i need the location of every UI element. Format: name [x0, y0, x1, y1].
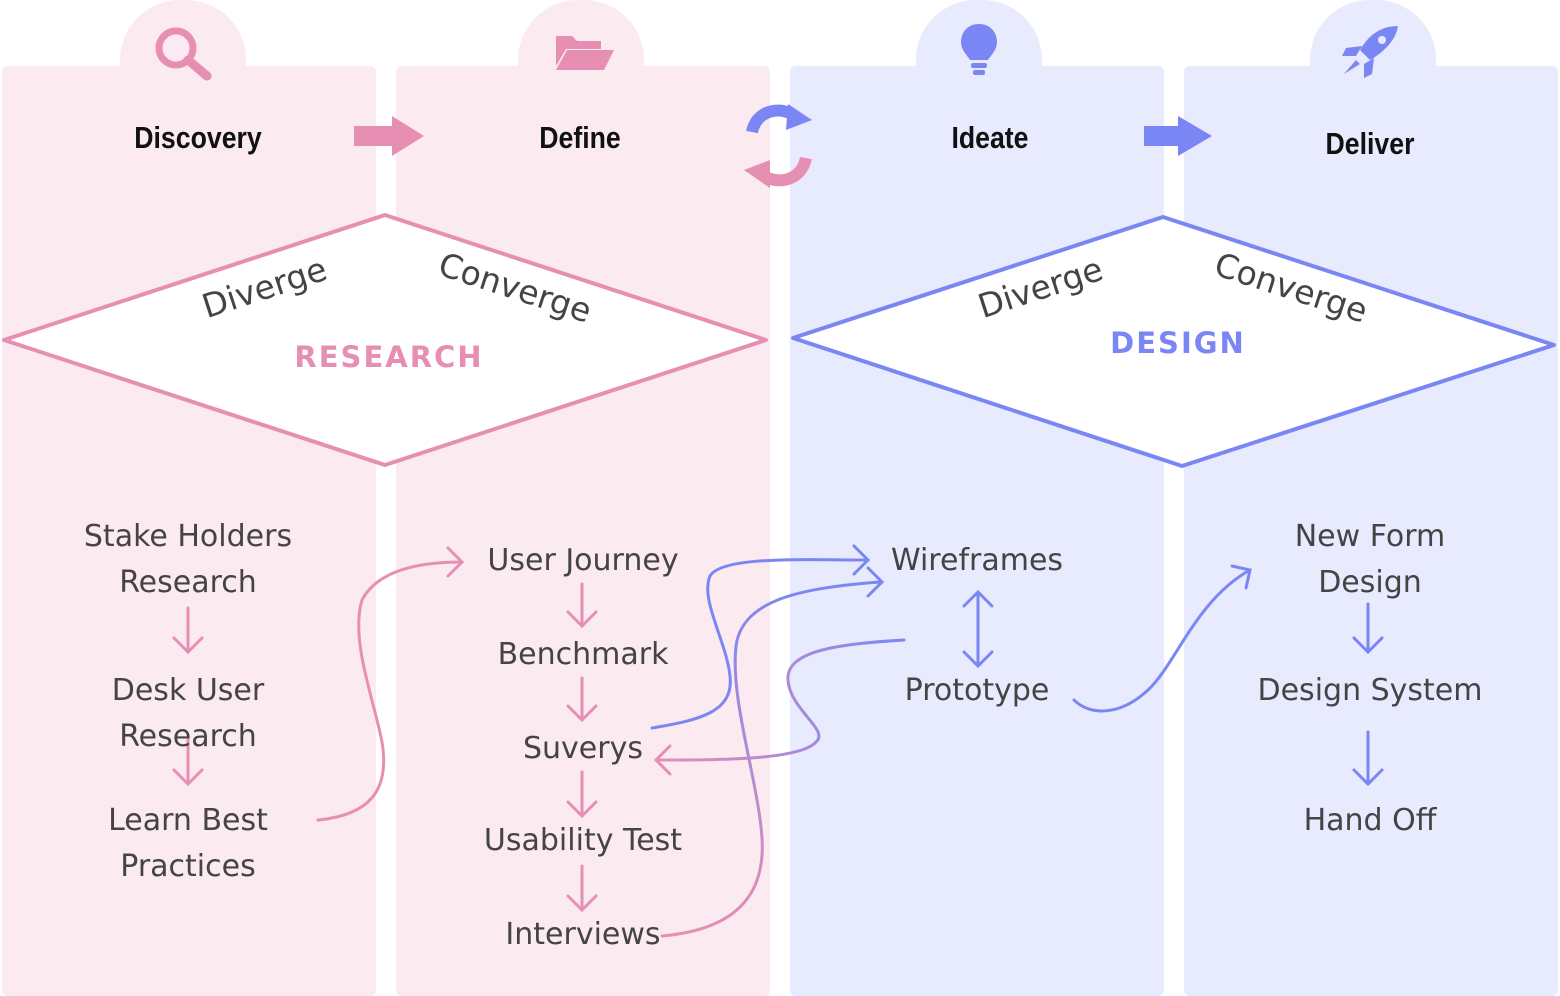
item-interviews: Interviews: [505, 917, 661, 952]
arrowhead-deliver-1: [1352, 636, 1384, 655]
arrowhead-define-2: [566, 704, 598, 723]
item-learn-best-practices: Learn Best Practices: [108, 803, 268, 884]
arrowhead-define-3: [566, 800, 598, 819]
phase-title-ideate: Ideate: [951, 120, 1029, 155]
rocket-icon: [1342, 26, 1398, 78]
arrowhead-deliver-2: [1352, 768, 1384, 787]
discovery-column: [2, 66, 376, 996]
item-wireframes: Wireframes: [890, 543, 1064, 578]
item-design-system: Design System: [1257, 673, 1483, 708]
item-benchmark: Benchmark: [497, 637, 669, 672]
connector-surveys-to-wireframes: [650, 558, 870, 730]
arrowhead-discovery-2: [172, 768, 204, 787]
design-diamond: [791, 215, 1556, 468]
arrowhead-define-4: [566, 894, 598, 913]
connector-learn-to-journey: [316, 560, 464, 822]
search-icon: [155, 27, 212, 81]
arrow-discovery-to-define: [354, 116, 424, 156]
cycle-icon: [744, 104, 812, 188]
connector-interviews-to-wireframes: [660, 580, 882, 938]
connector-prototype-to-surveys: [654, 638, 906, 762]
research-diamond: [2, 213, 768, 467]
item-new-form-design: New Form Design: [1294, 519, 1446, 600]
research-title: RESEARCH: [294, 340, 484, 374]
item-user-journey: User Journey: [487, 543, 679, 578]
item-hand-off: Hand Off: [1303, 803, 1437, 838]
phase-title-discovery: Discovery: [134, 120, 262, 155]
item-prototype: Prototype: [904, 673, 1050, 708]
connector-prototype-to-newform: [1072, 568, 1252, 713]
arrowhead-define-1: [566, 610, 598, 629]
deliver-column: [1184, 66, 1558, 996]
lightbulb-icon: [961, 24, 997, 75]
ideate-column: [790, 66, 1164, 996]
arrowhead-discovery-1: [172, 636, 204, 655]
design-title: DESIGN: [1110, 326, 1246, 360]
item-usability-test: Usability Test: [483, 823, 683, 858]
define-column: [396, 66, 770, 996]
folder-open-icon: [556, 36, 614, 70]
item-desk-user-research: Desk User Research: [111, 673, 265, 754]
arrow-ideate-to-deliver: [1144, 116, 1212, 156]
discovery-tab: [120, 0, 246, 100]
phase-title-deliver: Deliver: [1325, 126, 1415, 161]
item-surveys: Suverys: [523, 731, 643, 766]
item-stakeholders-research: Stake Holders Research: [83, 519, 293, 600]
phase-title-define: Define: [539, 120, 621, 155]
